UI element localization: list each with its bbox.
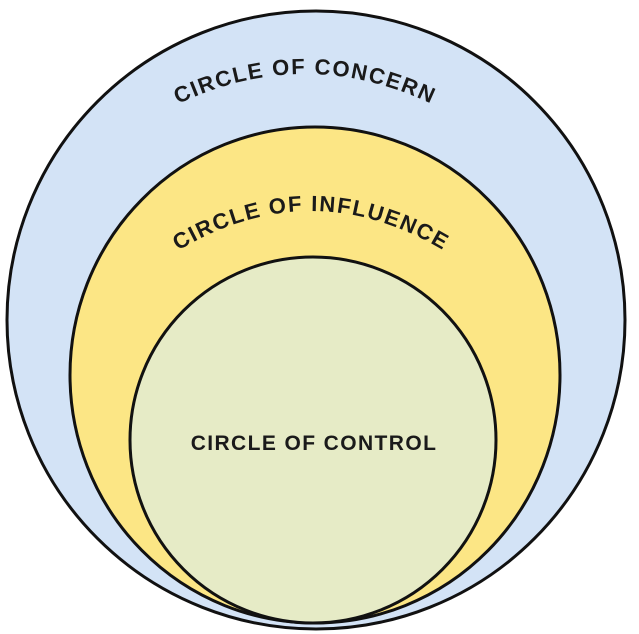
circle-of-control — [128, 255, 498, 625]
circle-of-control-label: CIRCLE OF CONTROL — [191, 432, 438, 455]
